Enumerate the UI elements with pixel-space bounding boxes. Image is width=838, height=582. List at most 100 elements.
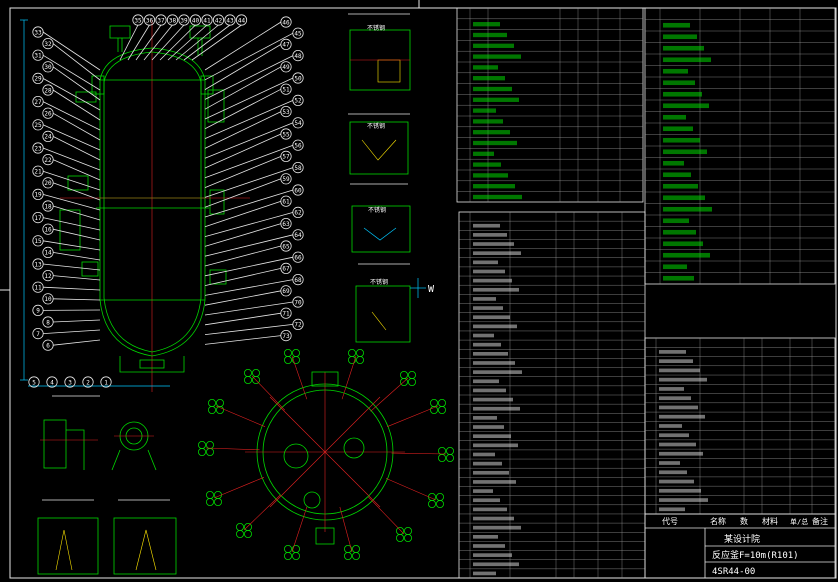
balloon-right-circle <box>280 173 292 185</box>
balloon-top: 44 <box>235 14 248 26</box>
cell-text-block <box>659 414 705 419</box>
leader-right <box>204 66 282 110</box>
nozzle-leader <box>387 405 439 427</box>
leader-left <box>42 329 101 334</box>
nozzle-circle <box>407 377 416 386</box>
leader-top <box>167 24 208 61</box>
leader-left <box>52 228 101 241</box>
cell-text-block <box>473 22 500 27</box>
leader-right <box>204 324 294 335</box>
nozzle-circle <box>215 398 224 407</box>
balloon-top: 35 <box>132 14 144 26</box>
balloon-top-label: 39 <box>180 17 188 24</box>
balloon-right-circle <box>280 150 292 162</box>
cell-text-block <box>473 489 493 493</box>
cell-text-block <box>473 544 505 548</box>
nozzle-cluster <box>197 440 260 456</box>
balloon-right-circle <box>292 206 304 218</box>
cell-text-block <box>473 297 496 301</box>
leader-left <box>42 147 101 171</box>
balloon-left: 17 <box>32 212 44 224</box>
nozzle-leader <box>291 506 308 553</box>
balloon-left-circle <box>32 26 44 38</box>
balloon-left-circle <box>42 200 54 212</box>
cell-text-block <box>663 57 711 63</box>
cell-text-block <box>663 241 703 247</box>
leader-left <box>42 194 101 211</box>
cell-text-block <box>473 434 511 439</box>
leader-left <box>42 101 101 131</box>
balloon-right: 58 <box>292 162 304 174</box>
cell-text-block <box>473 425 504 429</box>
title-col-weight: 单/总 <box>790 517 808 526</box>
cell-text-block <box>473 406 520 411</box>
cell-text-block <box>663 195 705 201</box>
leader-right <box>204 178 282 208</box>
balloon-left: 21 <box>32 165 44 177</box>
balloon-top-circle <box>132 14 144 26</box>
balloon-left-label: 13 <box>34 261 42 268</box>
leader-right <box>204 234 294 257</box>
cell-text-block <box>473 278 512 283</box>
balloon-right: 48 <box>292 49 304 62</box>
balloon-right-circle <box>292 229 304 241</box>
nozzle-circle <box>291 355 300 364</box>
nozzle-circle <box>235 523 244 532</box>
cell-text-block <box>659 368 700 373</box>
cell-text-block <box>473 269 505 274</box>
balloon-top-circle <box>155 14 167 26</box>
title-col-remark: 备注 <box>812 516 828 526</box>
balloon-bottom-circle <box>28 376 40 388</box>
leader-right <box>204 100 294 139</box>
cell-text-block <box>473 194 522 200</box>
cell-text-block <box>473 76 505 81</box>
cell-text-block <box>659 359 693 364</box>
balloon-left-circle <box>32 235 44 247</box>
cell-text-block <box>663 34 697 40</box>
balloon-top-circle <box>189 14 202 26</box>
balloon-left: 9 <box>32 304 44 316</box>
cell-text-block <box>663 252 710 258</box>
cell-text-block <box>659 451 703 456</box>
parts-list <box>458 211 646 579</box>
balloon-left-label: 7 <box>36 331 40 338</box>
cell-text-block <box>473 516 514 521</box>
nozzle-circle <box>445 446 454 455</box>
cell-text-block <box>663 103 709 109</box>
nozzle-circle <box>207 398 216 407</box>
nozzle-cluster <box>283 506 308 561</box>
design-spec-table <box>644 7 836 285</box>
nozzle-cluster <box>207 398 266 427</box>
cell-text-block <box>473 379 499 384</box>
balloon-right-label: 53 <box>282 109 290 116</box>
cell-text-block <box>473 397 513 402</box>
cell-text-block <box>473 388 506 393</box>
nozzle-leader <box>213 477 265 499</box>
balloon-right: 69 <box>280 285 292 297</box>
cell-text-block <box>473 119 503 124</box>
balloon-bottom-label: 1 <box>104 379 108 386</box>
balloon-top-label: 43 <box>226 17 234 24</box>
balloon-right: 60 <box>292 184 304 196</box>
leader-left <box>42 217 101 231</box>
leader-top <box>175 24 219 61</box>
leader-left <box>52 298 101 301</box>
balloon-left-label: 10 <box>44 296 52 303</box>
balloon-right: 59 <box>280 173 292 185</box>
balloon-top-circle <box>143 14 156 26</box>
cell-text-block <box>473 86 512 92</box>
nozzle-circle <box>435 492 444 501</box>
balloon-left-label: 17 <box>34 215 42 222</box>
balloon-left-circle <box>42 37 54 50</box>
balloon-right-label: 48 <box>294 53 302 60</box>
cell-text-block <box>663 91 702 97</box>
balloon-left-label: 33 <box>34 29 42 36</box>
balloon-left-circle <box>42 339 54 351</box>
cell-text-block <box>473 65 498 70</box>
nozzle-circle <box>291 552 300 561</box>
vessel-elevation <box>20 19 250 392</box>
title-col-material: 材料 <box>762 516 778 526</box>
nozzle-cluster <box>283 348 308 400</box>
balloon-left: 13 <box>32 258 44 270</box>
balloon-right-circle <box>280 61 292 73</box>
